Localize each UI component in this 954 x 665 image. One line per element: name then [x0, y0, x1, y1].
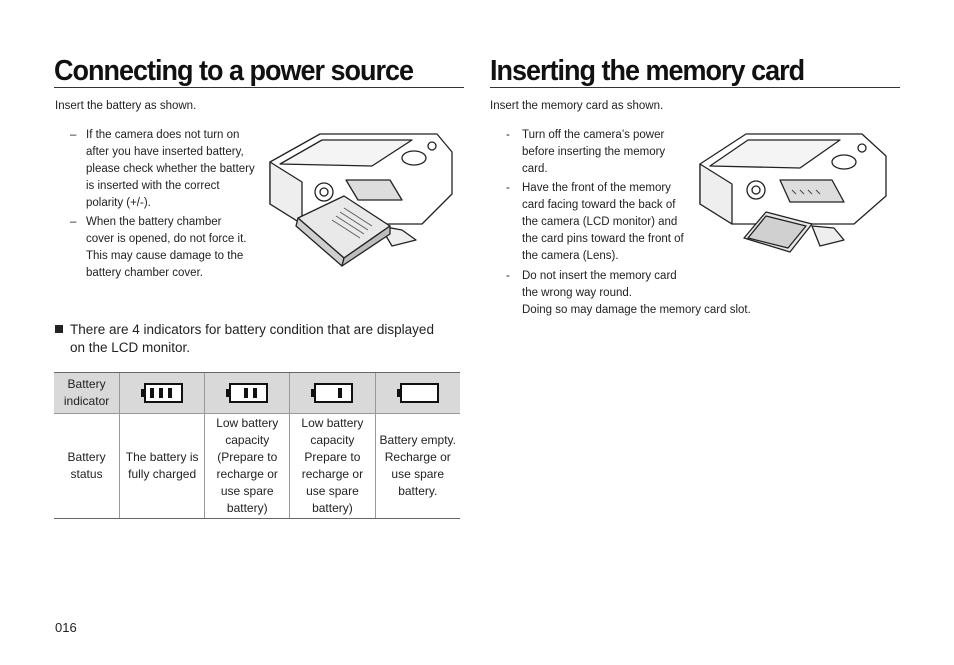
status-line: battery. [398, 484, 438, 498]
status-line: fully charged [128, 467, 197, 481]
status-line: Battery empty. [379, 433, 456, 447]
status-cell: The battery is fully charged [119, 413, 205, 519]
bullet-line: after you have inserted battery, [86, 146, 244, 158]
note-line: on the LCD monitor. [70, 340, 191, 355]
status-label-line: Battery [67, 450, 106, 464]
bullet-line: Doing so may damage the memory card slot… [522, 304, 751, 316]
bullet-line: before inserting the memory [522, 146, 666, 158]
status-line: use spare [220, 484, 274, 498]
battery-empty-icon [396, 383, 439, 403]
battery-full-icon [141, 383, 184, 403]
status-cell: Battery empty. Recharge or use spare bat… [374, 413, 460, 519]
battery-body [229, 383, 269, 403]
bullet-line: please check whether the battery [86, 163, 255, 175]
battery-icon-cell [374, 372, 460, 414]
battery-terminal [226, 389, 231, 397]
battery-one-bar-icon [311, 383, 354, 403]
bullet-line: Turn off the camera’s power [522, 129, 665, 141]
status-line: The battery is [125, 450, 199, 464]
battery-body [314, 383, 354, 403]
right-section-title: Inserting the memory card [490, 55, 805, 87]
battery-indicator-table: Battery indicator Battery status The bat… [54, 372, 460, 519]
battery-level-bar [338, 388, 343, 398]
bullet-marker: – [70, 129, 77, 141]
right-intro: Insert the memory card as shown. [490, 100, 664, 112]
status-line: Low battery [301, 416, 364, 430]
bullet-line: the card pins toward the front of [522, 233, 684, 245]
status-line: (Prepare to [217, 450, 278, 464]
table-header-row: Battery indicator [54, 372, 460, 414]
battery-icon-cell [289, 372, 376, 414]
battery-level-bar [168, 388, 173, 398]
status-label-cell: Battery status [54, 413, 120, 519]
status-label-line: status [70, 467, 103, 481]
page-number: 016 [55, 620, 77, 635]
bullet-line: polarity (+/-). [86, 197, 151, 209]
status-line: use spare [391, 467, 445, 481]
bullet-line: card. [522, 163, 548, 175]
bullet-line: the wrong way round. [522, 287, 632, 299]
status-cell: Low battery capacity Prepare to recharge… [289, 413, 376, 519]
left-section-title: Connecting to a power source [54, 55, 414, 87]
bullet-line: Have the front of the memory [522, 182, 671, 194]
status-line: capacity [310, 433, 355, 447]
status-line: recharge or [301, 467, 364, 481]
bullet-line: the camera (LCD monitor) and [522, 216, 678, 228]
bullet-marker: - [506, 270, 510, 282]
right-title-rule [490, 87, 900, 88]
battery-two-bars-icon [226, 383, 269, 403]
battery-terminal [311, 389, 316, 397]
memory-card-insertion-illustration [699, 133, 887, 253]
bullet-line: is inserted with the correct [86, 180, 220, 192]
status-line: Low battery [216, 416, 279, 430]
battery-icon-cell [204, 372, 290, 414]
left-intro: Insert the battery as shown. [55, 100, 197, 112]
bullet-line: the camera (Lens). [522, 250, 619, 262]
battery-level-bar [253, 388, 258, 398]
bullet-line: Do not insert the memory card [522, 270, 677, 282]
status-line: Recharge or [384, 450, 451, 464]
bullet-marker: - [506, 129, 510, 141]
status-line: capacity [225, 433, 270, 447]
header-label-line: Battery [67, 377, 106, 391]
bullet-line: battery chamber cover. [86, 267, 203, 279]
left-title-rule [54, 87, 464, 88]
battery-terminal [396, 389, 401, 397]
bullet-line: cover is opened, do not force it. [86, 233, 247, 245]
bullet-marker: - [506, 182, 510, 194]
note-square-marker [55, 325, 63, 333]
status-line: battery) [312, 501, 353, 515]
battery-level-bar [159, 388, 164, 398]
battery-level-bar [244, 388, 249, 398]
status-line: use spare [306, 484, 359, 498]
bullet-line: When the battery chamber [86, 216, 222, 228]
bullet-line: This may cause damage to the [86, 250, 244, 262]
battery-insertion-illustration [269, 133, 453, 267]
status-cell: Low battery capacity (Prepare to recharg… [204, 413, 290, 519]
status-line: Prepare to [304, 450, 361, 464]
battery-body [399, 383, 439, 403]
battery-icon-cell [119, 372, 205, 414]
status-line: battery) [226, 501, 268, 515]
bullet-line: card facing toward the back of [522, 199, 676, 211]
table-row: Battery status The battery is fully char… [54, 413, 460, 519]
bullet-marker: – [70, 216, 77, 228]
bullet-line: If the camera does not turn on [86, 129, 240, 141]
battery-level-bar [150, 388, 155, 398]
table-header-label: Battery indicator [54, 372, 120, 414]
note-line: There are 4 indicators for battery condi… [70, 322, 434, 337]
header-label-line: indicator [63, 394, 110, 408]
status-line: recharge or [216, 467, 278, 481]
battery-terminal [141, 389, 146, 397]
